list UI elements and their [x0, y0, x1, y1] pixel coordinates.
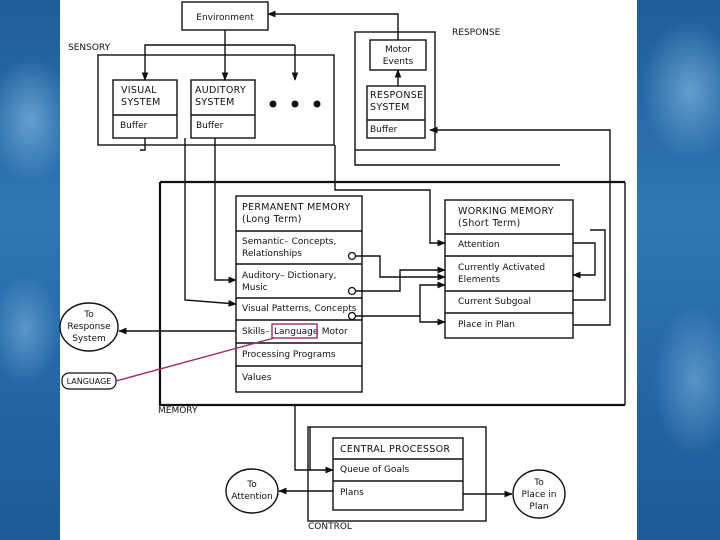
processing-programs-label: Processing Programs: [242, 350, 336, 360]
place-in-plan-label: Place in Plan: [458, 320, 515, 330]
skills-label-motor: , Motor: [316, 327, 348, 337]
sensory-label: SENSORY: [68, 43, 111, 53]
control-label: CONTROL: [308, 522, 352, 532]
central-processor-title: CENTRAL PROCESSOR: [340, 444, 450, 455]
response-label: RESPONSE: [452, 28, 501, 38]
to-response-label-2: Response: [67, 322, 111, 332]
motor-events-label-1: Motor: [385, 45, 411, 55]
to-place-in-plan-node: [512, 469, 566, 519]
auditory-system-box: [190, 79, 256, 139]
to-attention-node: [225, 468, 279, 514]
to-attention-label-2: Attention: [231, 492, 273, 502]
semantic-label-1: Semantic– Concepts,: [242, 237, 336, 247]
to-response-system-node: [59, 302, 119, 352]
to-place-label-3: Plan: [529, 502, 548, 512]
memory-label: MEMORY: [158, 406, 198, 416]
to-place-label-2: Place in: [522, 490, 557, 500]
visual-patterns-label: Visual Patterns, Concepts: [242, 304, 357, 314]
control-group: [307, 426, 487, 522]
visual-buffer-label: Buffer: [120, 121, 148, 131]
skills-label-prefix: Skills–: [242, 327, 270, 337]
to-place-label-1: To: [533, 478, 544, 488]
response-buffer-label: Buffer: [370, 125, 398, 135]
permanent-memory-title-1: PERMANENT MEMORY: [242, 202, 351, 213]
visual-system-box: [112, 79, 178, 139]
currently-activated-label-2: Elements: [458, 275, 500, 285]
values-label: Values: [242, 373, 272, 383]
current-subgoal-label: Current Subgoal: [458, 297, 531, 307]
ellipsis-dot: [291, 100, 299, 108]
response-group: [354, 31, 436, 151]
auditory-buffer-label: Buffer: [196, 121, 224, 131]
motor-events-box: [369, 39, 427, 71]
central-processor-box: [332, 437, 464, 511]
permanent-memory-title-2: (Long Term): [242, 214, 302, 225]
visual-system-label-1: VISUAL: [121, 85, 157, 96]
motor-events-label-2: Events: [383, 57, 414, 67]
response-system-label-1: RESPONSE: [370, 90, 423, 101]
ellipsis-dot: [269, 100, 277, 108]
working-memory-title-1: WORKING MEMORY: [458, 206, 554, 217]
currently-activated-label-1: Currently Activated: [458, 263, 545, 273]
skills-label-language: Language: [274, 327, 319, 337]
working-memory-title-2: (Short Term): [458, 218, 521, 229]
ellipsis-dot: [313, 100, 321, 108]
to-attention-label-1: To: [246, 480, 257, 490]
sensory-group: [97, 54, 335, 146]
language-highlight: [271, 323, 318, 339]
response-system-box: [366, 85, 426, 139]
environment-label: Environment: [196, 13, 254, 23]
auditory-dict-label-2: Music: [242, 283, 268, 293]
to-response-label-1: To: [83, 310, 94, 320]
queue-of-goals-label: Queue of Goals: [340, 465, 409, 475]
visual-system-label-2: SYSTEM: [121, 97, 161, 108]
language-note-label: LANGUAGE: [67, 377, 112, 386]
auditory-system-label-1: AUDITORY: [195, 85, 246, 96]
auditory-system-label-2: SYSTEM: [195, 97, 235, 108]
semantic-label-2: Relationships: [242, 249, 302, 259]
plans-label: Plans: [340, 488, 364, 498]
attention-label: Attention: [458, 240, 500, 250]
working-memory-box: [444, 199, 574, 339]
auditory-dict-label-1: Auditory– Dictionary,: [242, 271, 337, 281]
response-system-label-2: SYSTEM: [370, 102, 410, 113]
to-response-label-3: System: [72, 334, 106, 344]
permanent-memory-box: [235, 195, 363, 393]
language-pointer-line: [115, 337, 275, 382]
